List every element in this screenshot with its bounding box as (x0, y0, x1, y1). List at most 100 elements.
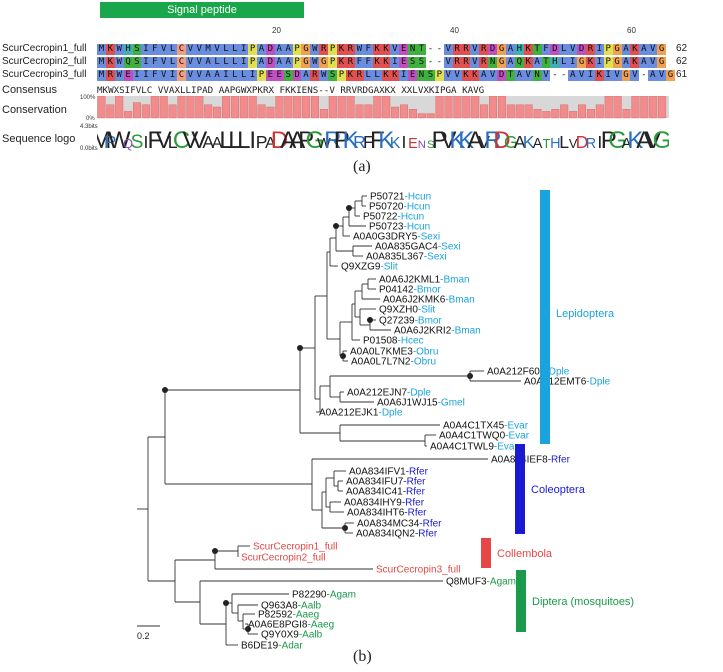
residue-cell: P (337, 70, 346, 81)
leaf-species: -Dple (379, 408, 403, 419)
conservation-bar (364, 104, 373, 119)
residue-cell: A (257, 57, 266, 68)
logo-letter: P (334, 127, 350, 152)
logo-letter: A (533, 136, 543, 152)
residue-cell: I (248, 70, 258, 81)
leaf-species: -Sexi (438, 242, 461, 253)
leaf-species: -Evar (494, 442, 519, 453)
residue-cell: Q (514, 57, 524, 68)
tree-leaf-label: A0A212EMT6-Dple (524, 377, 611, 388)
residue-cell: G (612, 44, 622, 55)
residue-cell: I (399, 70, 409, 81)
residue-cell: A (505, 57, 515, 68)
leaf-accession: P50723 (369, 222, 404, 233)
residue-cell: A (639, 44, 649, 55)
conservation-bar (186, 96, 195, 119)
leaf-species: -Rfer (403, 487, 426, 498)
residue-cell: F (363, 44, 373, 55)
logo-letter: V (478, 132, 490, 152)
residue-cell: A (639, 57, 649, 68)
tree-leaf-label: P01508-Hcec (363, 336, 424, 347)
clade-bar-cb (481, 538, 491, 568)
conservation-bar (586, 108, 595, 119)
conservation-top-tick: 100% (80, 95, 96, 101)
conservation-bar (462, 96, 471, 119)
residue-cell: P (434, 70, 444, 81)
leaf-accession: A0A0L7L7N2 (351, 357, 411, 368)
residue-cell: I (239, 44, 249, 55)
logo-letter: P (432, 127, 448, 152)
sequence-name: ScurCecropin2_full (2, 56, 87, 67)
position-label-20: 20 (272, 26, 281, 35)
leaf-species: -Aaeg (307, 620, 334, 631)
residue-cell: F (363, 57, 373, 68)
leaf-species: -Evar (505, 431, 530, 442)
tree-leaf-label: A0A6J2KRI2-Bman (394, 326, 481, 337)
residue-cell: F (541, 44, 551, 55)
logo-letter: F (147, 127, 162, 152)
residue-cell: F (150, 44, 160, 55)
logo-letter: G (306, 127, 325, 152)
conservation-bar (204, 104, 213, 119)
logo-letter: K (390, 135, 401, 152)
tree-leaf-label: A0A834IHY9-Rfer (344, 498, 425, 509)
residue-cell: A (274, 44, 284, 55)
residue-cell: I (168, 70, 178, 81)
conservation-bar (569, 111, 578, 119)
bootstrap-node (367, 317, 373, 323)
logo-letter: A (280, 127, 296, 152)
leaf-species: -Slit (380, 262, 397, 273)
residue-cell: W (354, 44, 364, 55)
tree-leaf-label: A0A212F603-Dple (487, 367, 570, 378)
tree-leaf-label: ScurCecropin3_full (376, 565, 461, 576)
leaf-species: -Rfer (548, 455, 571, 466)
logo-letter: F (363, 132, 374, 152)
leaf-species: -Agam (487, 577, 516, 588)
logo-letter: L (228, 127, 241, 152)
residue-cell: D (488, 44, 498, 55)
residue-cell: I (603, 70, 613, 81)
residue-cell: V (648, 44, 658, 55)
residue-cell: L (168, 57, 178, 68)
residue-cell: - (434, 57, 444, 68)
conservation-bar (159, 96, 168, 119)
residue-cell: P (292, 57, 302, 68)
tree-leaf-label: A0A212EJK1-Dple (319, 408, 403, 419)
residue-cell: W (114, 44, 124, 55)
residue-cell: V (185, 57, 195, 68)
residue-cell: - (434, 44, 444, 55)
residue-cell: K (381, 57, 391, 68)
logo-letter: K (627, 127, 643, 152)
leaf-species: -Hcun (403, 222, 430, 233)
tree-leaf-label: Q9XZG9-Slit (341, 262, 398, 273)
conservation-bar (471, 96, 480, 119)
clade-bar-col (515, 444, 525, 534)
residue-cell: I (585, 70, 595, 81)
tree-leaf-label: P04142-Bmor (379, 285, 441, 296)
logo-letter: A (289, 127, 305, 152)
conservation-bar (551, 108, 560, 119)
residue-cell: L (239, 70, 249, 81)
residue-cell: P (328, 57, 338, 68)
residue-cell: I (594, 44, 604, 55)
conservation-bar (275, 96, 284, 119)
residue-cell: A (283, 57, 293, 68)
residue-cell: A (274, 57, 284, 68)
leaf-accession: A0A4C1TWQ0 (439, 431, 506, 442)
logo-letter: N (418, 139, 426, 151)
scale-bar-label: 0.2 (137, 631, 150, 641)
conservation-bar (115, 96, 124, 119)
leaf-accession: A0A834IFU7 (346, 477, 404, 488)
conservation-bar (284, 96, 293, 119)
residue-cell: R (452, 57, 462, 68)
logo-letter: A (514, 132, 526, 152)
leaf-species: -Sexi (424, 252, 447, 263)
conservation-bar (266, 106, 275, 119)
conservation-bar (346, 96, 355, 119)
residue-cell: K (381, 70, 391, 81)
leaf-accession: P82290 (292, 590, 327, 601)
residue-cell: L (221, 57, 231, 68)
conservation-bar (248, 96, 257, 119)
residue-cell: W (310, 44, 320, 55)
